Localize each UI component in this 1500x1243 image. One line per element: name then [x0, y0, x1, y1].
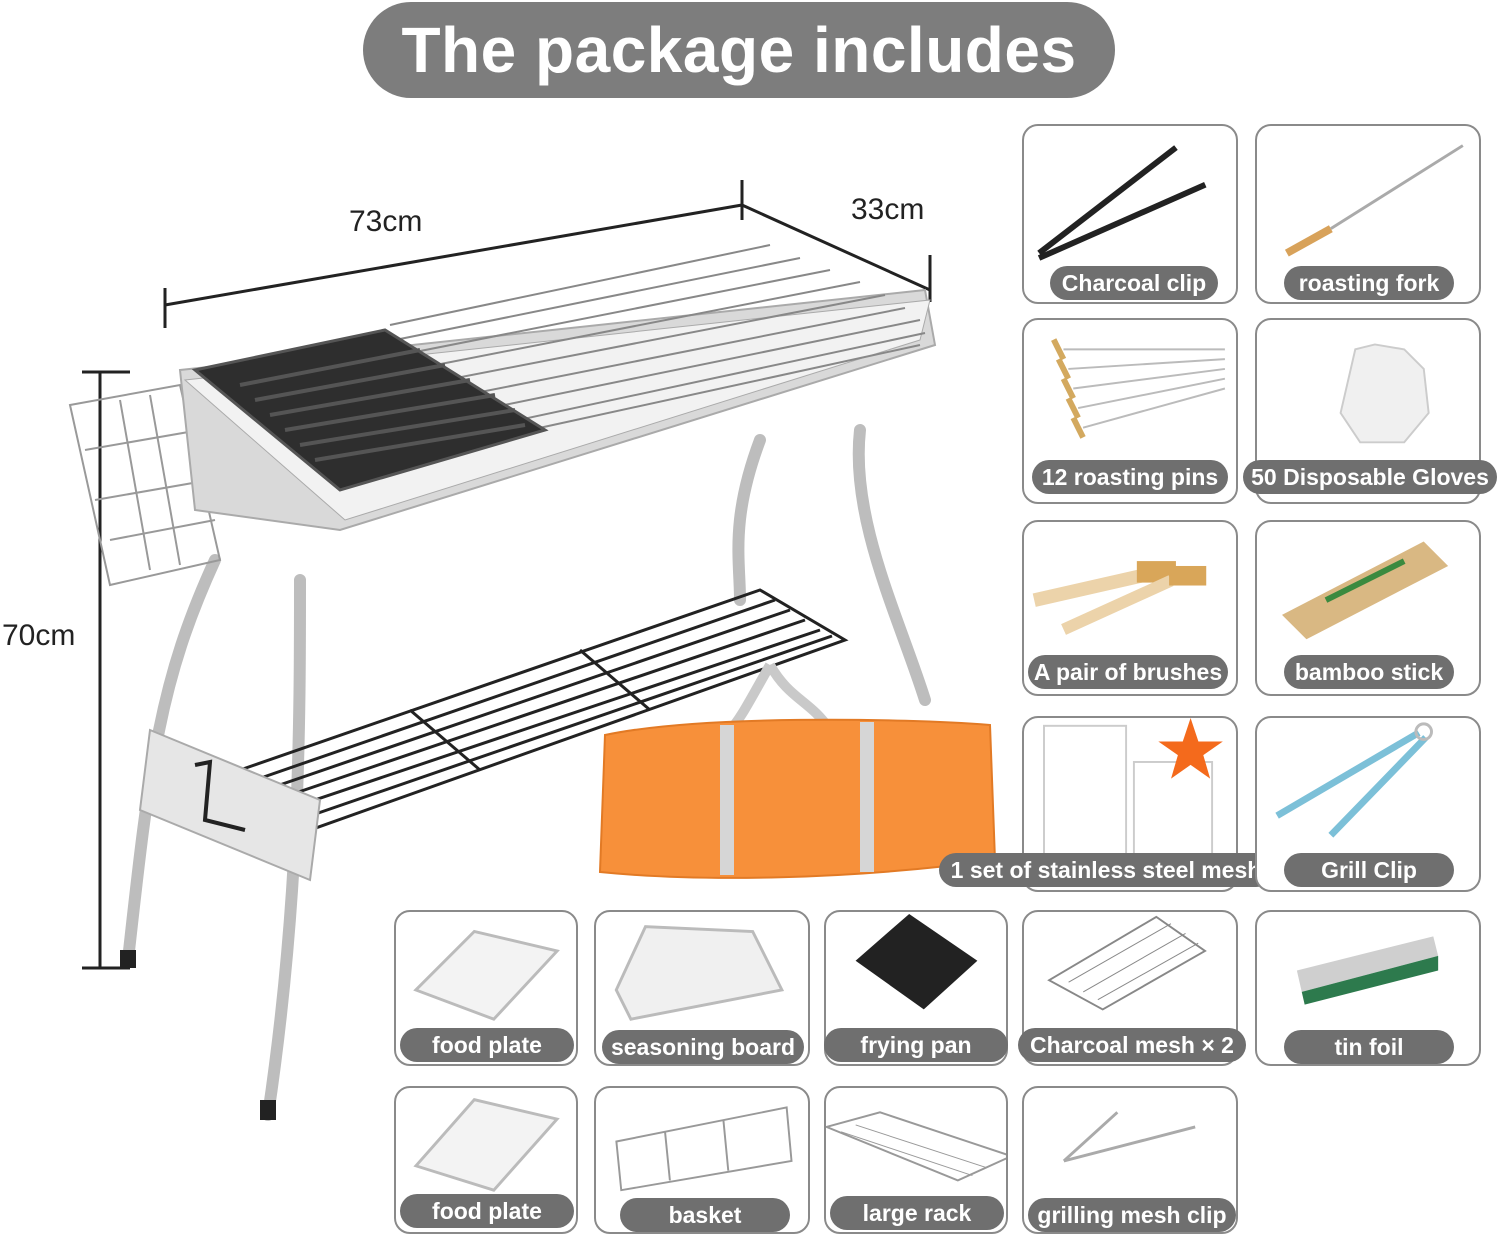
- plate-icon: [413, 929, 560, 1021]
- gloves-icon: [1339, 343, 1430, 444]
- item-label: food plate: [400, 1194, 574, 1228]
- plate-icon: [413, 1098, 560, 1192]
- item-label: large rack: [830, 1196, 1004, 1230]
- item-card-bamboo-stick: bamboo stick: [1255, 520, 1481, 696]
- item-label: basket: [620, 1198, 790, 1232]
- item-label: Grill Clip: [1284, 853, 1454, 887]
- item-label: bamboo stick: [1284, 655, 1454, 689]
- item-card-grill-clip: Grill Clip: [1255, 716, 1481, 892]
- dimension-length: 73cm: [349, 205, 423, 238]
- grill-clip-icon: [1275, 722, 1433, 838]
- item-card-stainless-mesh: 1 set of stainless steel mesh: [939, 716, 1273, 892]
- item-label: food plate: [400, 1028, 574, 1062]
- charcoal-mesh-icon: [1047, 915, 1207, 1011]
- mesh-clip-icon: [1062, 1111, 1196, 1163]
- board-icon: [614, 925, 785, 1021]
- item-label: 50 Disposable Gloves: [1243, 460, 1497, 494]
- page-title: The package includes: [363, 2, 1115, 98]
- item-label: 1 set of stainless steel mesh: [939, 853, 1273, 887]
- item-label: tin foil: [1284, 1030, 1454, 1064]
- item-card-charcoal-clip: Charcoal clip: [1022, 124, 1238, 304]
- item-label: Charcoal mesh × 2: [1018, 1028, 1246, 1062]
- item-card-roasting-pins: 12 roasting pins: [1022, 318, 1238, 504]
- item-card-frying-pan: frying pan: [824, 910, 1008, 1066]
- item-card-food-plate-2: food plate: [394, 1086, 578, 1234]
- brush-icon: [1032, 561, 1207, 635]
- grill-illustration: [68, 180, 997, 1121]
- frying-pan-icon: [855, 913, 978, 1010]
- item-label: seasoning board: [602, 1030, 804, 1064]
- item-label: grilling mesh clip: [1028, 1198, 1236, 1232]
- bamboo-sticks-icon: [1282, 541, 1449, 640]
- item-label: roasting fork: [1284, 266, 1454, 300]
- item-label: A pair of brushes: [1028, 655, 1228, 689]
- fork-icon: [1284, 144, 1464, 257]
- tongs-icon: [1037, 145, 1207, 261]
- rack-icon: [826, 1111, 1006, 1182]
- item-card-tin-foil: tin foil: [1255, 910, 1481, 1066]
- item-card-basket: basket: [594, 1086, 810, 1234]
- dimension-width: 33cm: [851, 193, 925, 226]
- item-card-roasting-fork: roasting fork: [1255, 124, 1481, 304]
- item-card-seasoning-board: seasoning board: [594, 910, 810, 1066]
- item-card-grilling-mesh-clip: grilling mesh clip: [1022, 1086, 1238, 1234]
- item-card-food-plate: food plate: [394, 910, 578, 1066]
- star-icon: [1158, 718, 1223, 779]
- skewers-icon: [1051, 338, 1226, 439]
- item-card-charcoal-mesh: Charcoal mesh × 2: [1018, 910, 1246, 1066]
- item-label: frying pan: [824, 1028, 1008, 1062]
- item-card-large-rack: large rack: [824, 1086, 1008, 1234]
- dimension-height: 70cm: [2, 619, 76, 652]
- tin-foil-icon: [1296, 936, 1439, 1005]
- basket-icon: [615, 1106, 793, 1192]
- item-card-gloves: 50 Disposable Gloves: [1243, 318, 1497, 504]
- item-label: 12 roasting pins: [1032, 460, 1228, 494]
- item-label: Charcoal clip: [1050, 266, 1218, 300]
- item-card-brushes: A pair of brushes: [1022, 520, 1238, 696]
